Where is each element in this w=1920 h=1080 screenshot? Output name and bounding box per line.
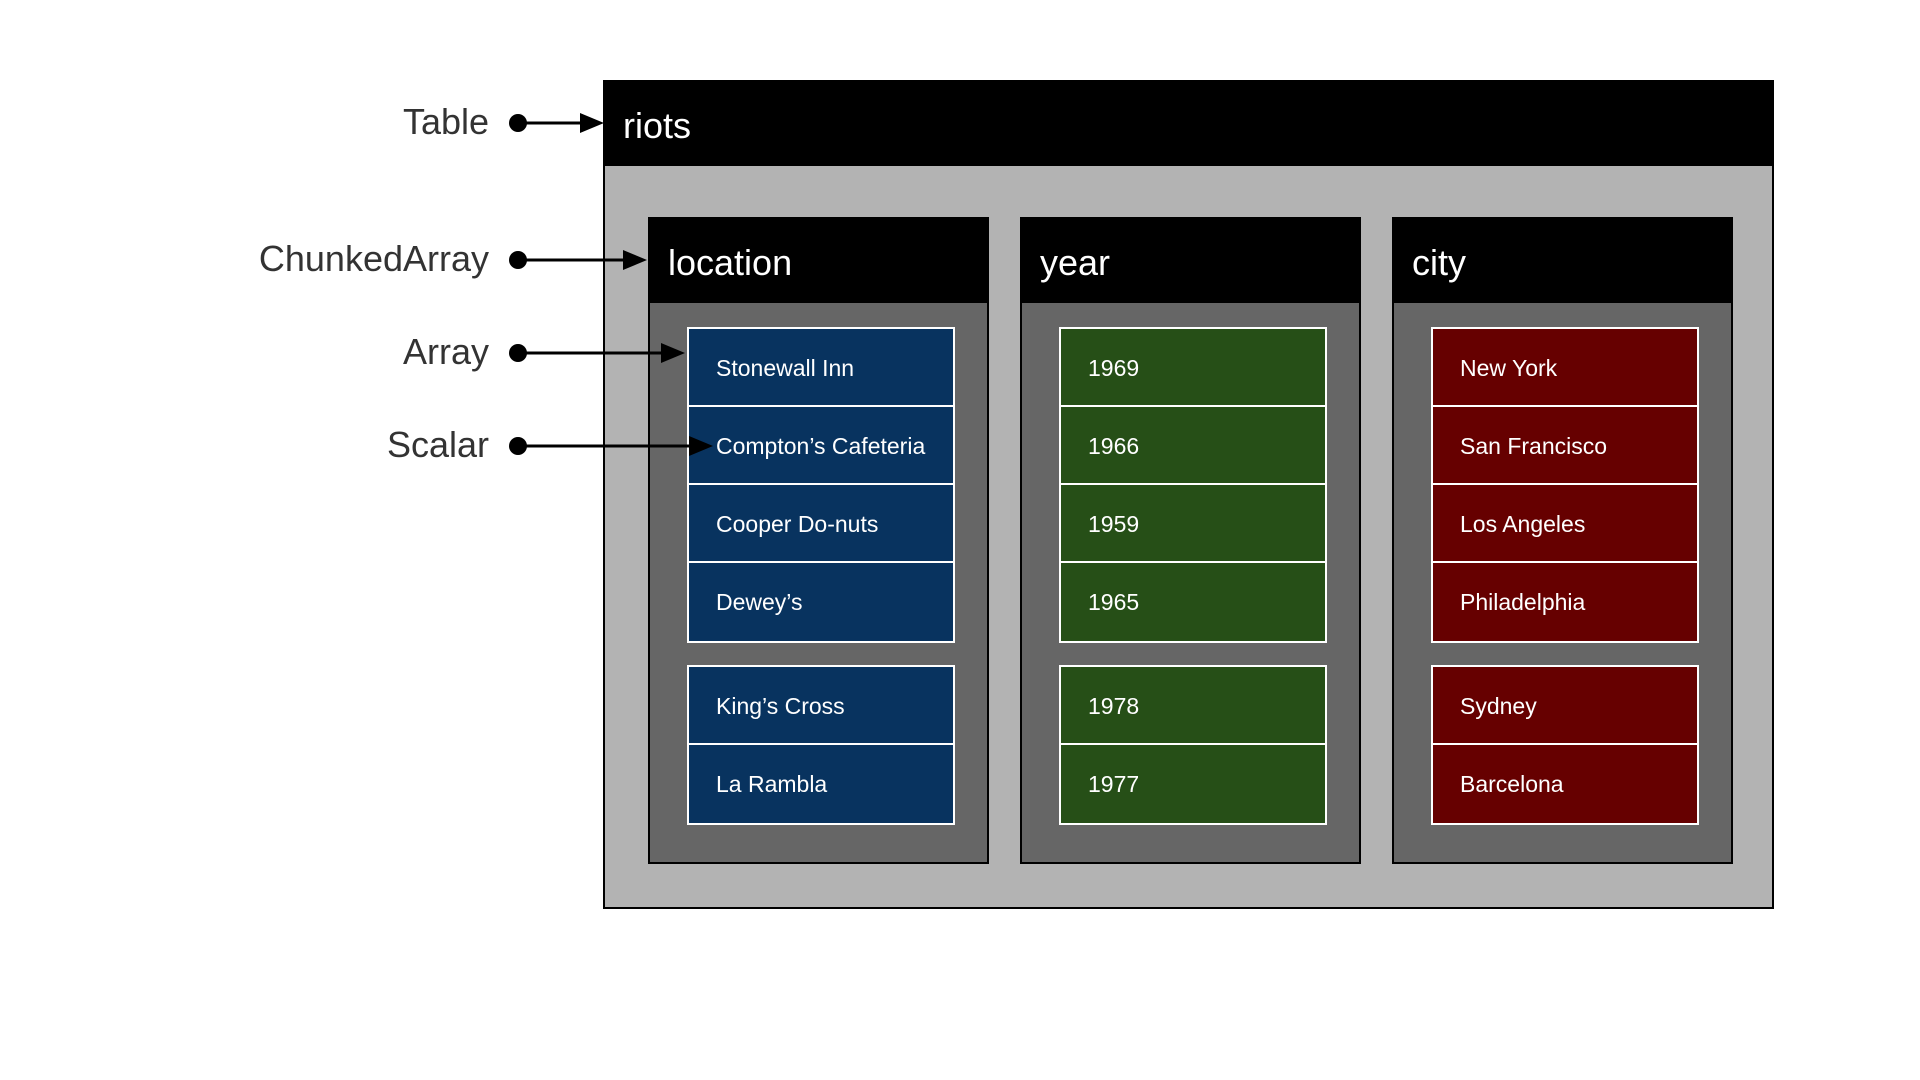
table-name: riots <box>605 82 1772 166</box>
scalar-cell: San Francisco <box>1433 407 1697 485</box>
label-scalar: Scalar <box>386 424 489 465</box>
scalar-cell: 1965 <box>1061 563 1325 641</box>
scalar-cell: Philadelphia <box>1433 563 1697 641</box>
arrow-table <box>509 113 604 133</box>
scalar-cell: Dewey’s <box>689 563 953 641</box>
array-chunk: King’s Cross La Rambla <box>687 665 955 825</box>
chunked-array-location: location Stonewall Inn Compton’s Cafeter… <box>648 217 989 864</box>
scalar-cell: 1966 <box>1061 407 1325 485</box>
scalar-cell: Stonewall Inn <box>689 329 953 407</box>
scalar-cell: Barcelona <box>1433 745 1697 823</box>
scalar-cell: 1978 <box>1061 667 1325 745</box>
table-box: riots location Stonewall Inn Compton’s C… <box>603 80 1774 909</box>
chunked-array-year: year 1969 1966 1959 1965 1978 1977 <box>1020 217 1361 864</box>
scalar-cell: La Rambla <box>689 745 953 823</box>
scalar-cell: Sydney <box>1433 667 1697 745</box>
scalar-cell: 1959 <box>1061 485 1325 563</box>
array-chunk: 1978 1977 <box>1059 665 1327 825</box>
label-array: Array <box>402 331 489 372</box>
scalar-cell: New York <box>1433 329 1697 407</box>
array-chunk: 1969 1966 1959 1965 <box>1059 327 1327 643</box>
array-chunk: Stonewall Inn Compton’s Cafeteria Cooper… <box>687 327 955 643</box>
scalar-cell: 1969 <box>1061 329 1325 407</box>
array-chunk: New York San Francisco Los Angeles Phila… <box>1431 327 1699 643</box>
scalar-cell: Los Angeles <box>1433 485 1697 563</box>
column-name: year <box>1022 219 1359 303</box>
scalar-cell: Compton’s Cafeteria <box>689 407 953 485</box>
scalar-cell: 1977 <box>1061 745 1325 823</box>
label-chunked-array: ChunkedArray <box>258 238 489 279</box>
column-name: city <box>1394 219 1731 303</box>
array-chunk: Sydney Barcelona <box>1431 665 1699 825</box>
chunked-array-city: city New York San Francisco Los Angeles … <box>1392 217 1733 864</box>
label-table: Table <box>402 101 489 142</box>
column-name: location <box>650 219 987 303</box>
scalar-cell: Cooper Do-nuts <box>689 485 953 563</box>
scalar-cell: King’s Cross <box>689 667 953 745</box>
